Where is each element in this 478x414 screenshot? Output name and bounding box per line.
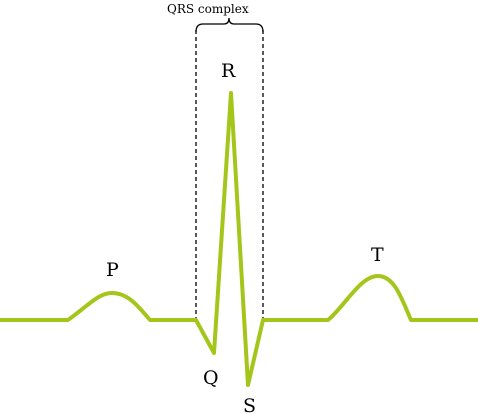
s-wave-label: S bbox=[243, 395, 256, 414]
qrs-complex-label: QRS complex bbox=[167, 2, 249, 16]
r-wave-label: R bbox=[221, 60, 236, 82]
t-wave-label: T bbox=[371, 244, 384, 266]
p-wave-label: P bbox=[106, 259, 119, 281]
q-wave-label: Q bbox=[203, 367, 219, 389]
qrs-brace bbox=[195, 17, 264, 33]
ecg-trace bbox=[0, 91, 478, 387]
